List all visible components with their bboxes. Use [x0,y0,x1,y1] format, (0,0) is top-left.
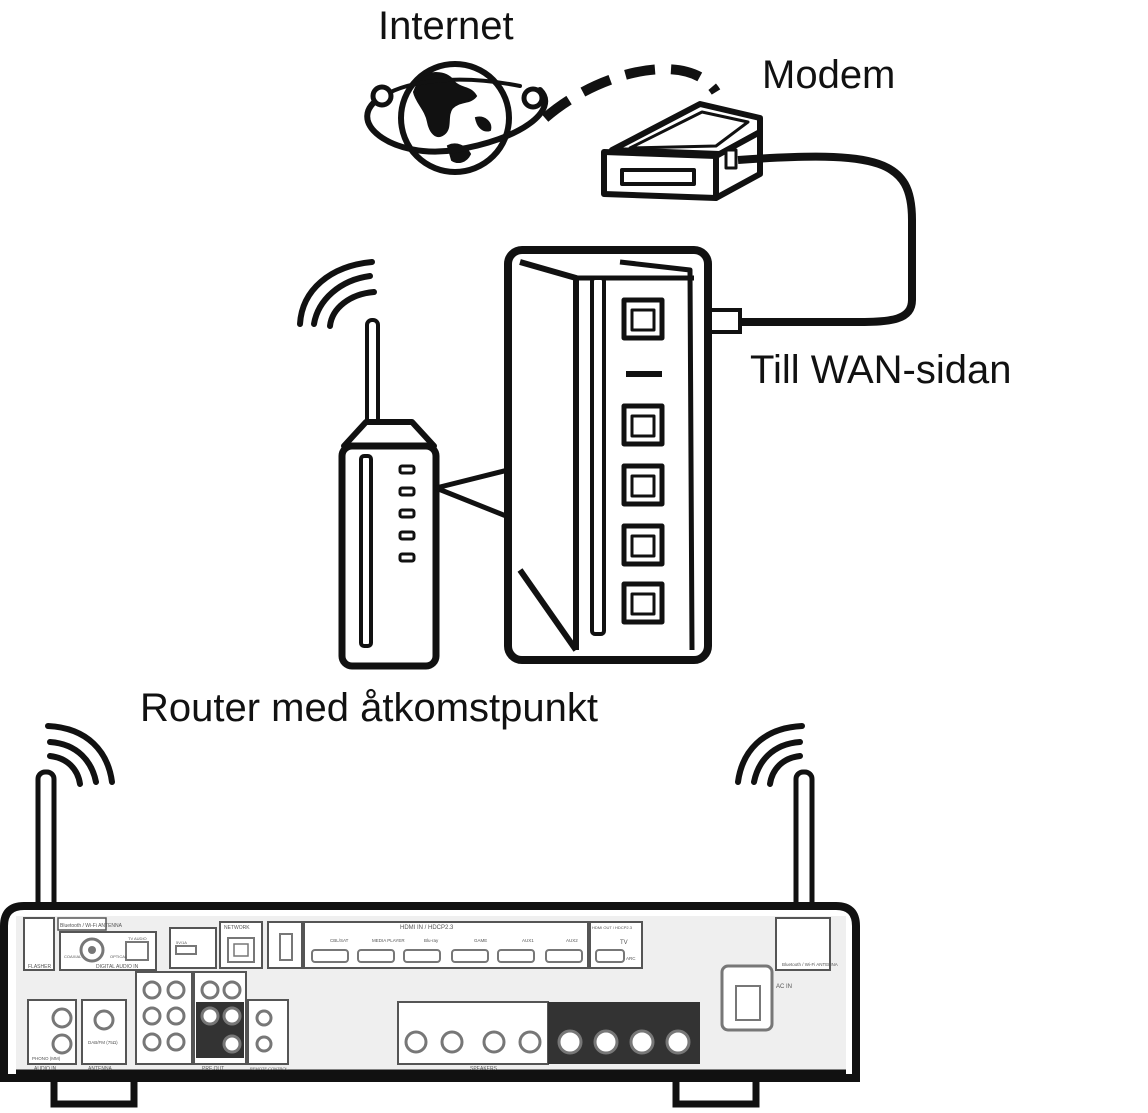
panel-text: OPTICAL [110,954,128,959]
panel-text: DAB/FM (75Ω) [88,1040,118,1045]
panel-text: Bluetooth / Wi-Fi ANTENNA [782,962,838,967]
panel-text: HDMI OUT / HDCP2.3 [592,925,633,930]
panel-text: PHONO (MM) [32,1056,61,1061]
internet-label: Internet [378,4,514,48]
panel-text: HDMI IN / HDCP2.3 [400,925,454,931]
receiver-left-wifi-signal-icon [45,723,115,787]
panel-text: TV [620,940,628,946]
router-rear-zoom [504,246,712,664]
lan-port-icon [621,523,665,567]
modem-label: Modem [762,53,896,97]
panel-text: Blu-ray [424,938,439,943]
wan-cable [737,152,916,326]
internet-modem-link [541,64,721,122]
internet-globe-icon [364,61,549,175]
wan-port-icon [621,297,665,341]
zoom-callout [435,465,517,523]
lan-port-icon [621,463,665,507]
panel-text: ARC [626,956,636,961]
panel-text: COAXIAL [64,954,82,959]
receiver-left-antenna-icon [35,769,57,915]
panel-text: GAME [474,938,487,943]
router-label: Router med åtkomstpunkt [140,686,598,730]
panel-text: PRE OUT [202,1066,224,1072]
panel-text: TV AUDIO [128,936,147,941]
panel-text: SPEAKERS [470,1066,498,1072]
router-wifi-signal-icon [297,259,377,329]
panel-text: DIGITAL AUDIO IN [96,964,139,970]
av-receiver: Bluetooth / Wi-Fi ANTENNA FLASHER DIGITA… [0,902,860,1108]
panel-text: MEDIA PLAYER [372,938,405,943]
receiver-right-wifi-signal-icon [735,723,805,787]
panel-text: NETWORK [224,925,250,931]
router-icon [338,318,440,670]
panel-text: AUDIO IN [34,1066,57,1072]
panel-text: AC IN [776,984,792,990]
panel-text: AUX2 [566,938,578,943]
panel-text: REMOTE CONTROL [250,1066,289,1071]
receiver-right-antenna-icon [793,769,815,915]
panel-text: FLASHER [28,964,51,970]
panel-text: AUX1 [522,938,534,943]
wan-side-label: Till WAN-sidan [750,348,1012,392]
modem-icon [601,101,763,201]
panel-text: Bluetooth / Wi-Fi ANTENNA [60,923,123,929]
panel-text: CBL/SAT [330,938,349,943]
lan-port-icon [621,581,665,625]
lan-port-icon [621,403,665,447]
panel-text: ANTENNA [88,1066,113,1072]
panel-text: 5V/1A [176,940,187,945]
